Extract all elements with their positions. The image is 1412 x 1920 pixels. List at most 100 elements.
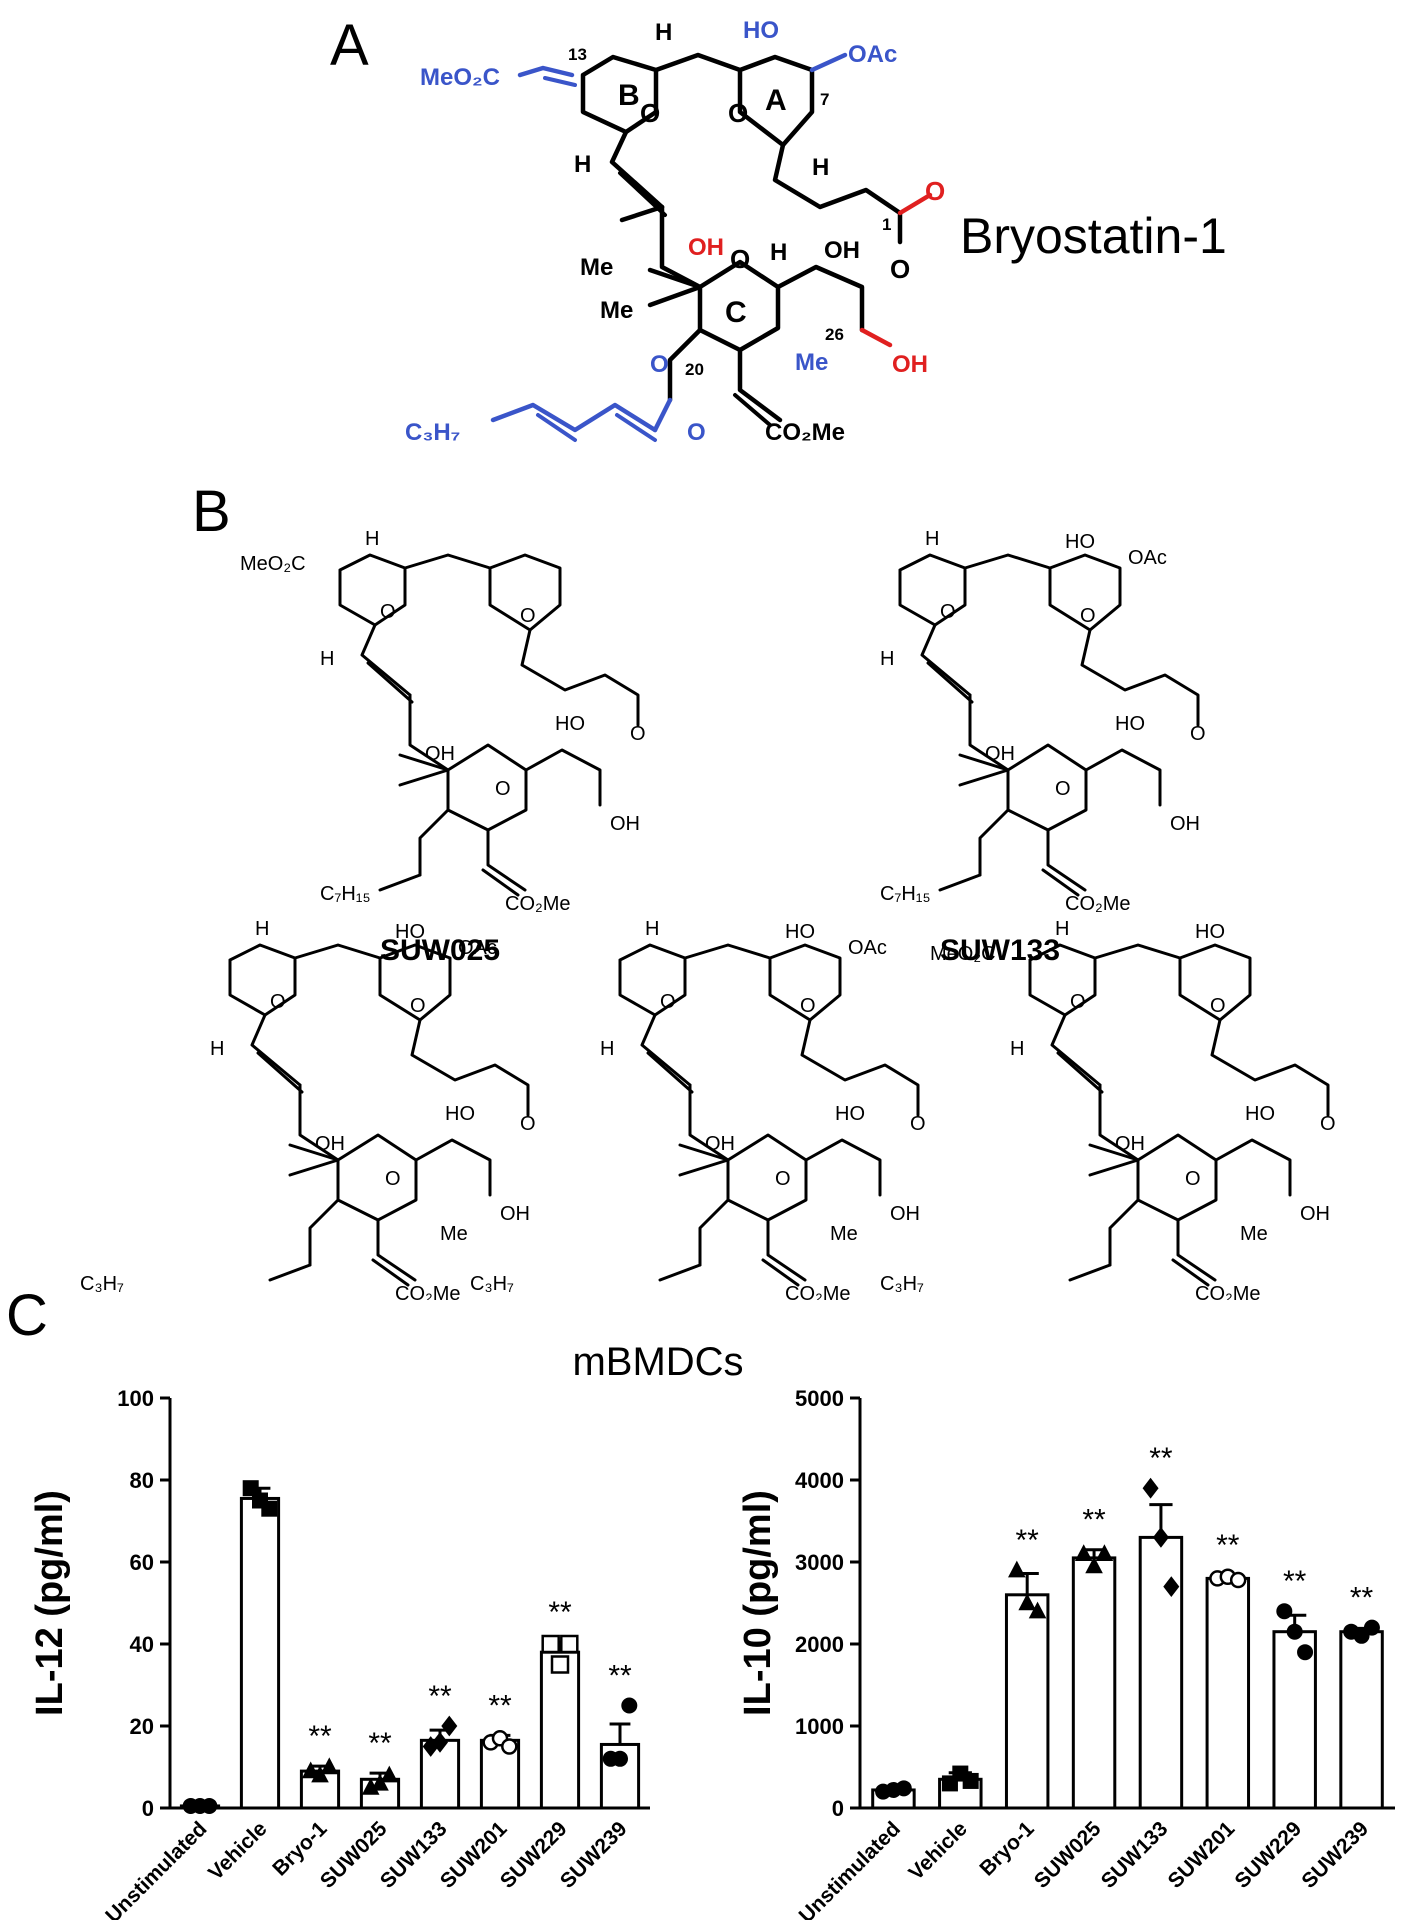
bond	[1050, 1013, 1102, 1087]
data-point	[1229, 1571, 1247, 1589]
meo2c-label: MeO₂C	[420, 64, 500, 91]
double-bond	[366, 661, 414, 704]
bond	[1214, 1138, 1292, 1197]
category-label: SUW239	[1297, 1817, 1373, 1893]
data-point	[1286, 1623, 1303, 1640]
tail-label: C₇H₁₅	[880, 883, 931, 905]
data-point	[550, 1655, 570, 1674]
bond	[486, 828, 527, 892]
atom-label: H	[255, 918, 269, 940]
bond	[898, 553, 967, 627]
data-point	[895, 1780, 912, 1797]
atom-label: OH	[890, 1203, 920, 1225]
bond	[1068, 1263, 1112, 1282]
atom-label: O	[1185, 1168, 1201, 1190]
y-tick-label: 0	[142, 1796, 154, 1821]
bond	[678, 1143, 730, 1177]
oh-label: OH	[824, 237, 860, 264]
atom-label: O	[1080, 605, 1096, 627]
bond	[938, 873, 982, 892]
h-label: H	[655, 19, 672, 46]
y-axis-label: IL-12 (pg/ml)	[29, 1490, 71, 1716]
data-point	[1163, 1576, 1180, 1597]
y-tick-label: 60	[130, 1550, 154, 1575]
atom-label: OH	[315, 1133, 345, 1155]
category-label: SUW201	[1164, 1817, 1240, 1893]
oh-label: OH	[892, 351, 928, 378]
atom-label: H	[1055, 918, 1069, 940]
data-point	[612, 1750, 628, 1767]
bond	[683, 943, 772, 960]
bond	[640, 1013, 692, 1087]
atom-label: H	[365, 528, 379, 550]
bond	[308, 1198, 340, 1267]
data-point	[242, 1480, 259, 1497]
panel-a-letter: A	[330, 13, 369, 78]
analog-skeleton	[618, 943, 920, 1287]
double-bond	[646, 1051, 694, 1094]
o-label: O	[687, 419, 706, 446]
bond	[228, 943, 297, 1017]
data-point	[962, 1772, 979, 1789]
o-label: O	[730, 244, 750, 274]
me-label: Me	[1240, 1223, 1268, 1245]
significance-label: **	[428, 1680, 452, 1713]
ho-label: HO	[785, 921, 815, 943]
panel-b-letter: B	[192, 479, 231, 544]
atom-label: H	[925, 528, 939, 550]
bond	[958, 753, 1010, 787]
c7-number: 7	[820, 90, 829, 109]
significance-label: **	[368, 1727, 392, 1760]
bar	[1004, 1593, 1050, 1810]
y-axis-label: IL-10 (pg/ml)	[737, 1490, 779, 1716]
atom-label: O	[520, 1113, 536, 1135]
bar	[1339, 1630, 1384, 1810]
bond	[963, 553, 1052, 570]
atom-label: OH	[705, 1133, 735, 1155]
bond	[524, 748, 602, 807]
oac-label: OAc	[458, 937, 497, 959]
significance-label: **	[488, 1689, 512, 1722]
significance-label: **	[1283, 1565, 1307, 1598]
atom-label: H	[645, 918, 659, 940]
y-tick-label: 100	[117, 1386, 154, 1411]
category-label: SUW025	[1030, 1817, 1106, 1893]
ho-label: HO	[1195, 921, 1225, 943]
bond	[698, 1198, 730, 1267]
o-label: O	[890, 254, 910, 284]
bond	[250, 1013, 302, 1087]
double-bond	[1171, 1258, 1210, 1287]
category-label: Vehicle	[204, 1817, 271, 1884]
significance-label: **	[548, 1596, 572, 1629]
double-bond	[926, 661, 974, 704]
me-label: Me	[580, 254, 613, 281]
atom-label: O	[800, 995, 816, 1017]
double-bond	[371, 1258, 410, 1287]
atom-label: O	[410, 995, 426, 1017]
atom-label: O	[1070, 991, 1086, 1013]
tail-label: C₃H₇	[880, 1273, 924, 1295]
bond	[1084, 748, 1162, 807]
atom-label: OH	[425, 743, 455, 765]
analog-skeleton	[898, 553, 1200, 897]
bond	[978, 808, 1010, 877]
bond	[766, 1218, 807, 1282]
category-label: SUW239	[556, 1817, 632, 1893]
bond	[293, 943, 382, 960]
bond	[1093, 943, 1182, 960]
double-bond	[481, 868, 520, 897]
bond	[1176, 1218, 1217, 1282]
atom-label: HO	[1115, 713, 1145, 735]
oac-label: OAc	[1128, 547, 1167, 569]
ho-label: HO	[743, 17, 779, 44]
atom-label: HO	[445, 1103, 475, 1125]
c3h7-label: C₃H₇	[405, 419, 460, 446]
bryostatin-1-structure: B A C H H H H O O O O OH Me Me CO₂Me MeO…	[405, 17, 1227, 446]
me-label: Me	[600, 297, 633, 324]
y-tick-label: 2000	[795, 1632, 844, 1657]
significance-label: **	[1149, 1442, 1173, 1475]
atom-label: O	[940, 601, 956, 623]
